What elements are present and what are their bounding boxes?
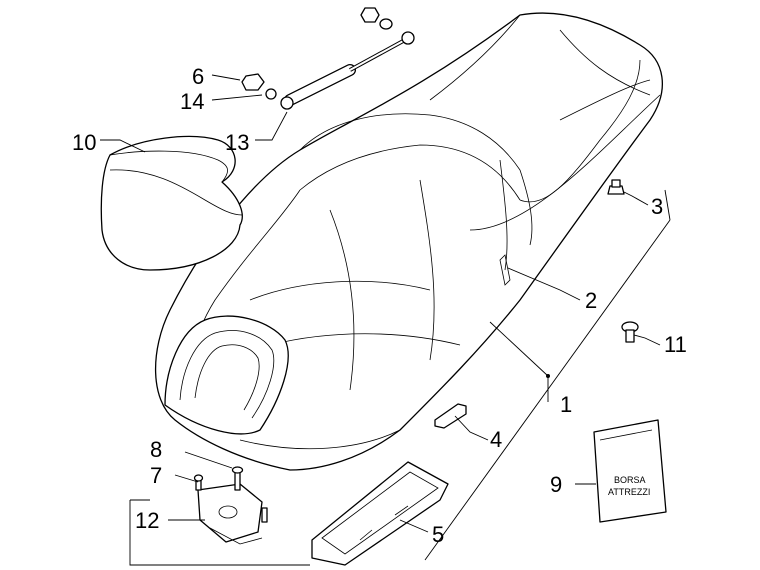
callout-1: 1	[560, 392, 572, 417]
hinge-plate-12	[193, 466, 268, 545]
callout-14: 14	[180, 89, 204, 114]
gas-strut	[241, 7, 415, 110]
screw-11	[621, 321, 639, 343]
callout-11: 11	[664, 332, 687, 357]
nut-6	[241, 73, 265, 91]
callout-3: 3	[651, 194, 663, 219]
callout-12: 12	[135, 508, 159, 533]
callout-7: 7	[150, 463, 162, 488]
seat-assembly	[154, 12, 663, 471]
callout-6: 6	[192, 64, 204, 89]
callout-2: 2	[585, 288, 597, 313]
callout-4: 4	[490, 427, 502, 452]
strut-washer-top	[379, 18, 393, 30]
rubber-buffer-3	[607, 179, 625, 195]
callout-9: 9	[550, 472, 562, 497]
callout-5: 5	[432, 522, 444, 547]
bracket-4	[434, 403, 467, 429]
storage-liner	[100, 135, 243, 271]
callout-8: 8	[150, 437, 162, 462]
seat-rear-insert	[164, 315, 289, 435]
callout-10: 10	[72, 130, 96, 155]
tool-bag-9: BORSA ATTREZZI	[593, 419, 667, 523]
group-bracket-line	[129, 500, 310, 566]
tool-bag-label-line1: BORSA	[614, 475, 646, 485]
seat-side-strip	[499, 254, 511, 286]
washer-14	[265, 88, 277, 100]
callout-13: 13	[225, 130, 249, 155]
tray-5	[311, 461, 449, 566]
tool-bag-label-line2: ATTREZZI	[608, 487, 650, 497]
strut-nut-top	[360, 7, 380, 23]
